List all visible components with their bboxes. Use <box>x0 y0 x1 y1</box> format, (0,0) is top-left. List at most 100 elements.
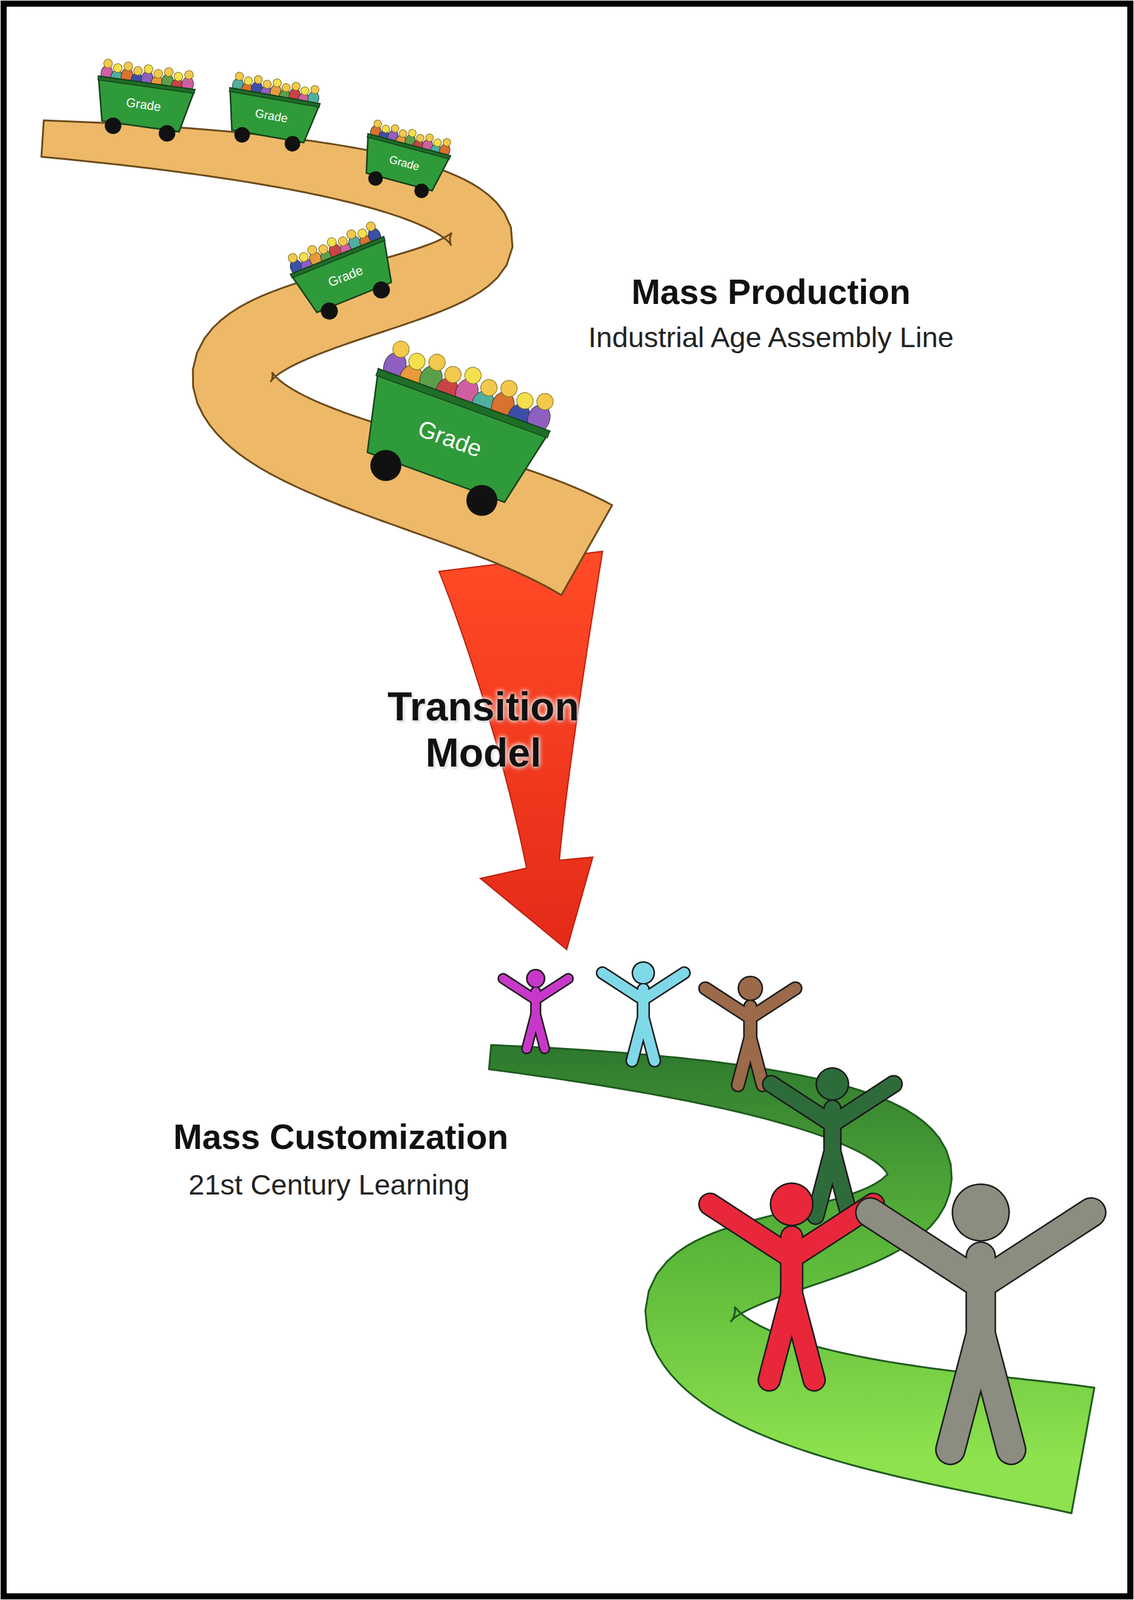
figure-head <box>953 1185 1009 1241</box>
cart-wheel <box>232 125 252 145</box>
passenger-head <box>143 64 154 75</box>
figure-head <box>527 970 545 987</box>
passenger-head <box>153 68 163 79</box>
figure-head-outline <box>737 975 764 1002</box>
figure-head-outline <box>525 969 546 989</box>
learning-road <box>488 1045 1095 1514</box>
figure-outline <box>870 1213 1091 1451</box>
passenger-head <box>234 71 245 81</box>
passenger-head <box>381 124 391 134</box>
cart-rim <box>375 368 550 438</box>
cart-wheel <box>412 181 431 200</box>
cart-wheel <box>283 134 302 153</box>
figure-body <box>705 988 796 1086</box>
section-title: Mass Production <box>631 272 911 313</box>
passenger-head <box>297 251 309 263</box>
learner-figure <box>602 961 685 1062</box>
passenger-head <box>173 71 184 82</box>
cart-wheel <box>462 480 502 520</box>
passenger-head <box>514 389 536 412</box>
figure-body <box>710 1204 874 1381</box>
passenger-head <box>310 84 320 95</box>
frame <box>3 3 1131 1597</box>
passenger-head <box>426 351 448 373</box>
cart-wheel <box>318 299 341 323</box>
passenger-head <box>316 243 329 255</box>
passenger-head <box>243 76 254 86</box>
passenger-head <box>432 138 443 148</box>
figure-body <box>870 1213 1091 1451</box>
passenger-head <box>300 86 311 97</box>
learner-figure <box>705 975 796 1086</box>
learner-figure <box>502 969 568 1049</box>
passenger-head <box>262 79 273 90</box>
passenger-head <box>286 251 298 264</box>
passenger-head <box>364 220 377 232</box>
figure-head <box>632 963 654 984</box>
figure-head-outline <box>769 1182 814 1227</box>
learner-figure <box>870 1183 1091 1451</box>
figure-outline <box>710 1204 874 1381</box>
learner-figure <box>710 1182 874 1381</box>
cart-body <box>350 368 550 509</box>
figure-outline <box>602 973 685 1062</box>
passenger-head <box>253 74 264 85</box>
passenger-head <box>272 77 283 88</box>
passenger-head <box>336 235 349 247</box>
figure-head <box>770 1183 812 1225</box>
cart-wheel <box>103 116 123 136</box>
passenger-head <box>406 350 428 373</box>
passenger-head <box>425 132 435 142</box>
figure-body <box>602 973 685 1062</box>
cart-wheel <box>157 124 177 143</box>
figure-head-outline <box>951 1183 1010 1243</box>
passenger-head <box>534 390 556 413</box>
passenger-head <box>390 338 412 360</box>
passenger-head <box>113 63 123 73</box>
figure-head <box>739 977 762 1000</box>
figure-head-outline <box>815 1067 849 1102</box>
passenger-head <box>498 377 520 399</box>
road-surface <box>488 1045 1095 1514</box>
passenger-head <box>281 82 292 93</box>
cart-rim <box>97 76 195 94</box>
passenger-head <box>123 61 134 72</box>
section-subtitle: Industrial Age Assembly Line <box>588 321 955 354</box>
passenger-head <box>390 123 400 133</box>
figure-outline <box>502 978 568 1049</box>
passenger-head <box>356 227 368 239</box>
passenger-head <box>478 376 500 399</box>
passenger-head <box>133 66 143 77</box>
cart-wheel <box>369 278 393 301</box>
cart-body <box>358 133 451 193</box>
passenger-head <box>407 128 417 138</box>
passenger-head <box>163 66 174 77</box>
passenger-head <box>184 69 194 80</box>
cart-rim <box>229 87 320 108</box>
passenger-head <box>373 119 383 129</box>
assembly-road <box>41 120 613 596</box>
cart-wheel <box>366 169 385 188</box>
passenger-head <box>305 243 318 256</box>
section-subtitle: 21st Century Learning <box>188 1168 470 1202</box>
passenger-head <box>398 128 408 138</box>
cart-wheel <box>366 445 406 486</box>
passenger-head <box>462 364 485 387</box>
cart-rim <box>367 133 451 159</box>
passenger-head <box>442 137 452 147</box>
cart-body <box>223 87 320 145</box>
figure-head-outline <box>631 961 656 986</box>
figure-body <box>502 978 568 1049</box>
passenger-head <box>103 58 114 69</box>
figure-outline <box>705 988 796 1086</box>
arrow-label: Transition Model <box>352 684 615 777</box>
road-surface <box>41 120 613 596</box>
passenger-head <box>291 81 301 92</box>
passenger-head <box>325 235 337 248</box>
learner-figures <box>502 961 1091 1451</box>
passenger-head <box>442 363 464 385</box>
section-title: Mass Customization <box>173 1117 509 1158</box>
cart-body <box>290 236 401 317</box>
